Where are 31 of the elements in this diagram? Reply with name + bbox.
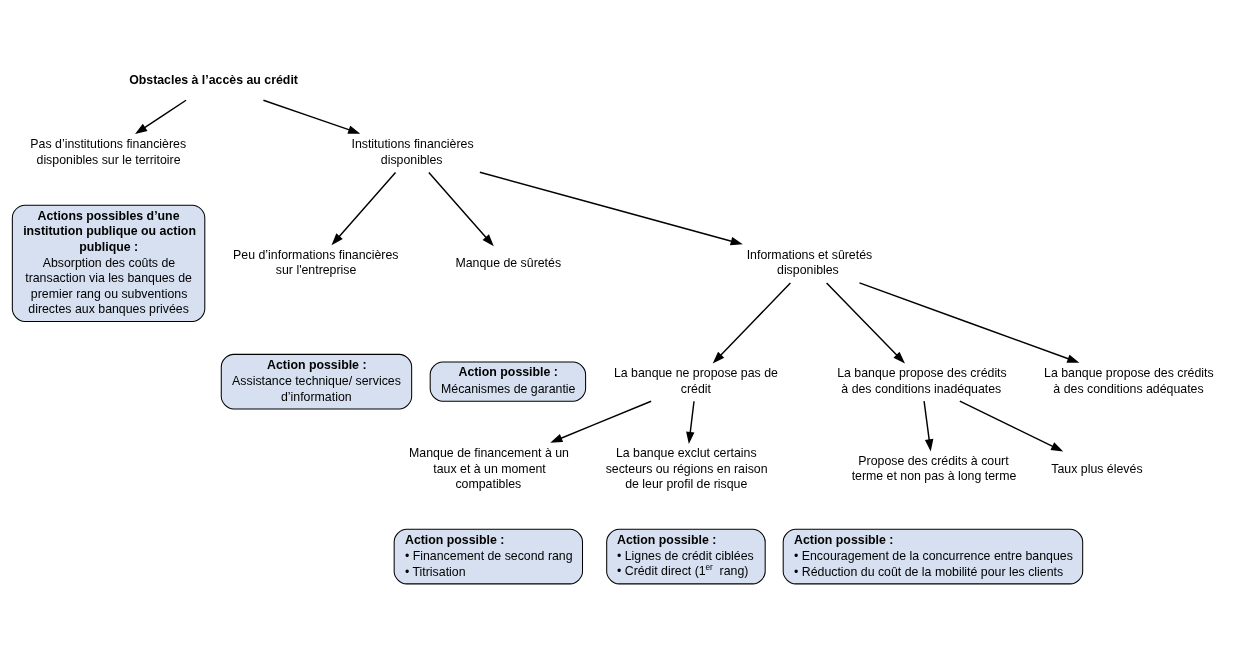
node-box: Action possible : • Encouragement de la concurrence entre banques • Réduction du coût de la mobilité pour les clients <box>782 528 1084 585</box>
node-text: Manque de financement à un taux et à un moment compatibles <box>409 446 569 492</box>
arrow <box>262 99 361 134</box>
node-text: Obstacles à l’accès au crédit <box>129 73 298 88</box>
arrow <box>959 400 1064 452</box>
node-box: Actions possibles d’une institution publique ou action publique : Absorption des coûts de transaction via les banques de premier rang ou subventions directes aux banques privées <box>11 204 206 322</box>
node-text: Propose des crédits à court terme et non pas à long terme <box>851 453 1017 484</box>
node-text: La banque exclut certains secteurs ou régions en raison de leur profil de risque <box>605 446 768 492</box>
arrow <box>923 400 934 452</box>
arrow <box>428 171 494 247</box>
node-box: Action possible : Assistance technique/ services d’information <box>220 353 413 410</box>
arrow <box>331 171 397 246</box>
node-text: Pas d’institutions financières disponibles sur le territoire <box>30 137 187 167</box>
arrow <box>686 400 695 444</box>
arrow <box>858 282 1080 363</box>
node-text: Manque de sûretés <box>455 256 562 270</box>
node-box: Action possible : • Financement de second rang • Titrisation <box>393 528 584 585</box>
node-text: La banque propose des crédits à des conditions adéquates <box>1044 366 1214 396</box>
node-text: Taux plus élevés <box>1051 461 1143 476</box>
node-text: Peu d’informations financières sur l'entreprise <box>233 247 399 278</box>
node-text: La banque propose des crédits à des conditions inadéquates <box>837 366 1007 396</box>
arrow <box>135 99 187 135</box>
arrow <box>712 282 792 364</box>
node-box: Action possible : Mécanismes de garantie <box>429 361 587 402</box>
node-text: Informations et sûretés disponibles <box>746 247 873 278</box>
arrow <box>479 171 743 246</box>
node-text: Institutions financières disponibles <box>351 137 474 167</box>
node-box: Action possible : • Lignes de crédit ciblées • Crédit direct (1$^{er}$ rang) <box>606 528 766 585</box>
node-text: La banque ne propose pas de crédit <box>613 366 778 396</box>
arrow <box>825 282 905 364</box>
arrow <box>550 400 652 443</box>
